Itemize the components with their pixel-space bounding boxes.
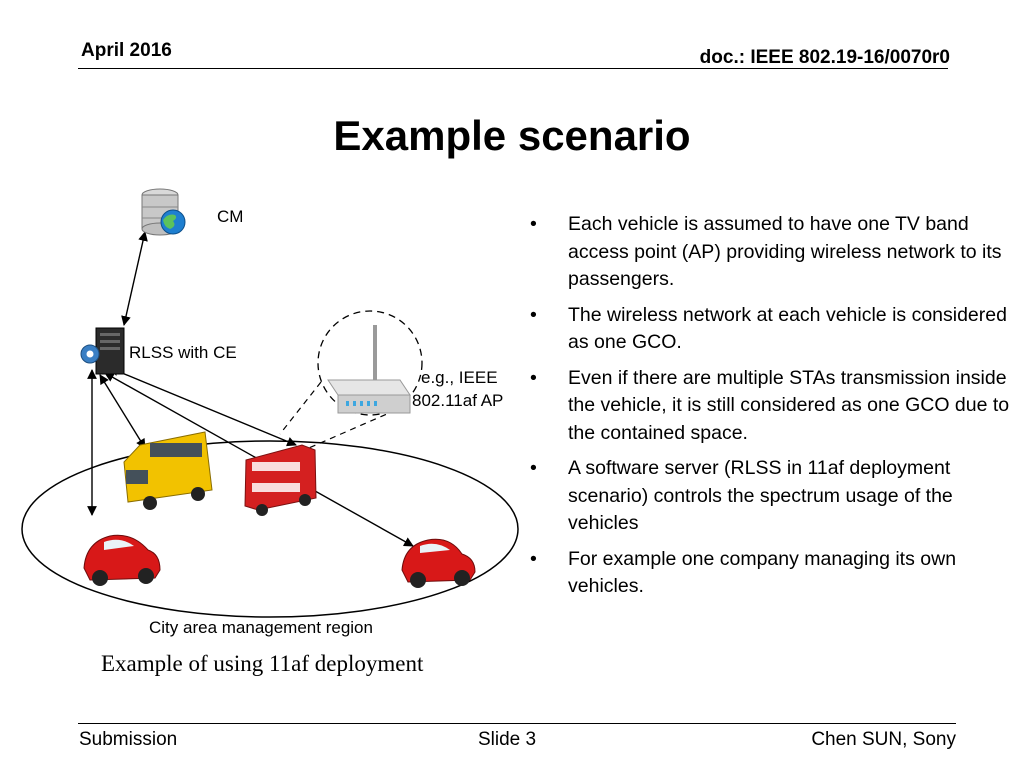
footer-rule (78, 723, 956, 724)
region-label: City area management region (149, 618, 373, 637)
bullet-list: • Each vehicle is assumed to have one TV … (530, 211, 1010, 609)
header-doc-id: doc.: IEEE 802.19-16/0070r0 (699, 47, 950, 68)
bullet-text: For example one company managing its own… (568, 547, 957, 598)
list-item: • Each vehicle is assumed to have one TV … (530, 211, 1010, 294)
bullet-glyph: • (530, 213, 537, 235)
header-date: April 2016 (81, 40, 172, 61)
ap-label-line2: 802.11af AP (412, 391, 504, 410)
bullet-glyph: • (530, 303, 537, 326)
slide-title: Example scenario (333, 112, 691, 159)
bullet-glyph: • (530, 547, 537, 570)
bullet-text: The wireless network at each vehicle is … (568, 303, 1007, 354)
bullet-glyph: • (530, 457, 537, 479)
list-item: • Even if there are multiple STAs transmi… (530, 365, 1010, 448)
bullet-text: Even if there are multiple STAs transmis… (568, 366, 1010, 444)
arrow-rlss-yellow-bus (99, 374, 146, 449)
callout-line-1 (279, 381, 322, 435)
double-decker-bus-icon (244, 444, 317, 516)
database-globe-icon (141, 188, 186, 236)
red-car-icon (401, 538, 476, 588)
bullet-text: A software server (RLSS in 11af deployme… (568, 457, 953, 534)
list-item: • A software server (RLSS in 11af deploym… (530, 455, 1010, 538)
bullet-glyph: • (530, 366, 537, 389)
footer-author: Chen SUN, Sony (811, 729, 956, 750)
cm-label: CM (217, 207, 244, 226)
ap-callout-circle (317, 310, 423, 416)
footer-left: Submission (79, 729, 178, 750)
ap-label-line1: e.g., IEEE (421, 368, 498, 387)
scenario-diagram: CM RLSS with CE e.g., IEEE 802.11af AP C… (0, 170, 530, 690)
server-gear-icon (80, 327, 125, 375)
header-rule (78, 68, 948, 69)
footer-slide-number: Slide 3 (478, 729, 537, 750)
list-item: • For example one company managing its ow… (530, 546, 1010, 601)
rlss-label: RLSS with CE (129, 343, 237, 362)
diagram-caption: Example of using 11af deployment (101, 651, 424, 676)
bullet-text: Each vehicle is assumed to have one TV b… (568, 213, 1002, 290)
red-car-icon (83, 534, 161, 586)
list-item: • The wireless network at each vehicle is… (530, 302, 1010, 357)
wireless-router-icon (327, 325, 411, 414)
arrow-cm-rlss (121, 231, 148, 326)
school-bus-icon (123, 431, 213, 510)
